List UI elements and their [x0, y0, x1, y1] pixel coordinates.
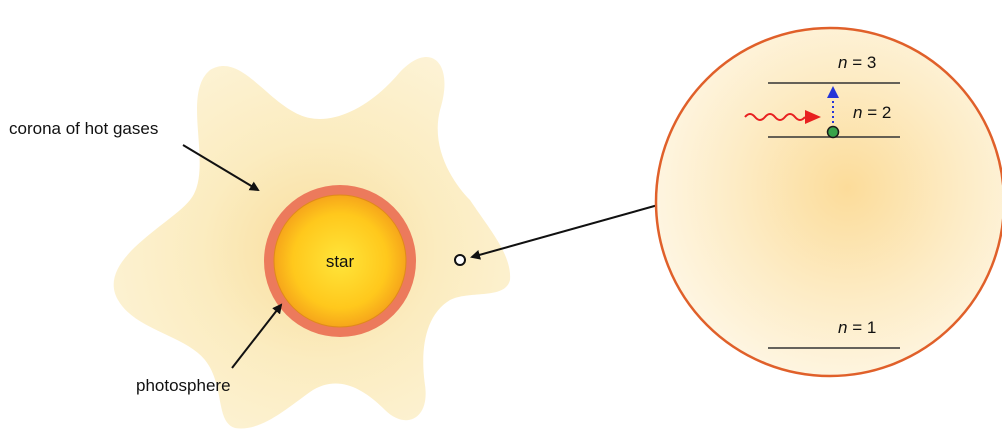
zoom-pointer-arrow — [470, 204, 659, 260]
level-1-eq: = 1 — [847, 318, 876, 337]
star-body — [273, 194, 407, 328]
photon-wave — [744, 113, 806, 121]
transition-arrowhead — [827, 86, 839, 98]
zoom-circle — [654, 26, 1002, 378]
photon-arrowhead — [805, 110, 821, 124]
sample-point-marker — [454, 254, 466, 266]
photosphere-label: photosphere — [136, 376, 231, 395]
star-label: star — [326, 252, 355, 271]
energy-level-label-3: n = 3 — [838, 53, 876, 72]
corona-pointer-arrow — [182, 144, 260, 192]
energy-level-label-1: n = 1 — [838, 318, 876, 337]
corona-label: corona of hot gases — [9, 119, 158, 138]
level-3-var: n — [838, 53, 847, 72]
level-2-eq: = 2 — [862, 103, 891, 122]
level-1-var: n — [838, 318, 847, 337]
photosphere-pointer-arrow — [231, 303, 283, 369]
level-2-var: n — [853, 103, 862, 122]
electron — [826, 125, 840, 139]
level-3-eq: = 3 — [847, 53, 876, 72]
energy-level-label-2: n = 2 — [853, 103, 891, 122]
